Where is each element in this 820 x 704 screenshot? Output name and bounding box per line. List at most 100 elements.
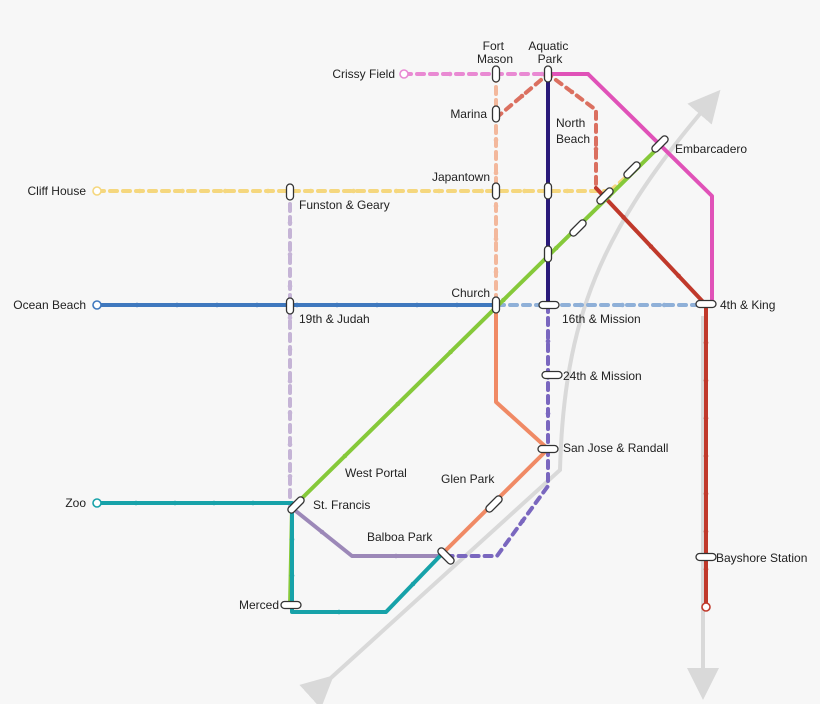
station-embarcadero-marker[interactable] (650, 134, 669, 153)
station-north-beach-2[interactable] (543, 245, 553, 263)
station-16th-mission[interactable] (538, 300, 560, 310)
station-aquatic-park-marker[interactable] (543, 65, 553, 83)
station-bayshore[interactable] (695, 552, 717, 562)
line-lavender-dashed-dot (287, 252, 293, 257)
label-merced[interactable]: Merced (239, 598, 279, 612)
label-marina[interactable]: Marina (450, 107, 487, 121)
label-embarcadero[interactable]: Embarcadero (675, 142, 747, 156)
label-zoo[interactable]: Zoo (65, 496, 86, 510)
station-church[interactable] (491, 296, 501, 314)
station-north-beach[interactable] (543, 182, 553, 200)
station-glen-park[interactable] (484, 494, 503, 513)
station-san-jose-randall[interactable] (537, 444, 559, 454)
label-cliff-house[interactable]: Cliff House (28, 184, 87, 198)
station-24th-mission-marker[interactable] (541, 370, 563, 380)
line-red-dashed-dot (519, 93, 525, 99)
station-san-jose-randall-marker[interactable] (537, 444, 559, 454)
label-japantown[interactable]: Japantown (432, 170, 490, 184)
label-north-beach[interactable]: North Beach (556, 116, 590, 146)
station-caltrain-1-marker[interactable] (622, 160, 641, 179)
station-merced[interactable] (280, 600, 302, 610)
line-blue-dot (294, 302, 300, 308)
line-yellow-dot (308, 188, 314, 194)
station-4th-king-marker[interactable] (695, 299, 717, 309)
line-green-dot (395, 401, 401, 407)
line-lavender-dashed-dot (287, 220, 293, 225)
line-purple-dashed-dot (545, 338, 551, 344)
station-japantown[interactable] (491, 182, 501, 200)
terminal-crissy-field[interactable] (399, 69, 409, 79)
label-aquatic-park[interactable]: Aquatic Park (528, 39, 571, 66)
terminal-cliff-house[interactable] (92, 186, 102, 196)
label-bayshore-station[interactable]: Bayshore Station (716, 551, 807, 565)
label-san-jose-randall[interactable]: San Jose & Randall (563, 441, 668, 455)
line-teal-dot (172, 500, 178, 506)
station-19th-judah-marker[interactable] (285, 297, 295, 315)
label-fort-mason[interactable]: Fort Mason (477, 39, 513, 66)
station-caltrain-1[interactable] (622, 160, 641, 179)
label-ocean-beach[interactable]: Ocean Beach (13, 298, 86, 312)
caltrain-track (299, 89, 721, 704)
station-north-beach-marker[interactable] (543, 182, 553, 200)
line-purple-dashed-dot (520, 518, 525, 524)
label-church[interactable]: Church (451, 286, 490, 300)
label-st-francis[interactable]: St. Francis (313, 498, 370, 512)
line-yellow-dot (436, 188, 442, 194)
label-16th-mission[interactable]: 16th & Mission (562, 312, 641, 326)
station-japantown-marker[interactable] (491, 182, 501, 200)
station-4th-king[interactable] (695, 299, 717, 309)
station-merced-marker[interactable] (280, 600, 302, 610)
station-bayshore-marker[interactable] (695, 552, 717, 562)
label-24th-mission[interactable]: 24th & Mission (563, 369, 642, 383)
line-pink-dashed-dot (539, 71, 545, 77)
label-funston-geary[interactable]: Funston & Geary (299, 198, 390, 212)
station-16th-mission-marker[interactable] (538, 300, 560, 310)
station-caltrain-3[interactable] (568, 218, 587, 237)
label-west-portal[interactable]: West Portal (345, 466, 407, 480)
line-yellow-dot (222, 188, 228, 194)
station-glen-park-marker[interactable] (484, 494, 503, 513)
station-fort-mason[interactable] (491, 65, 501, 83)
station-st-francis-marker[interactable] (286, 495, 305, 514)
label-glen-park[interactable]: Glen Park (441, 472, 495, 486)
label-19th-judah[interactable]: 19th & Judah (299, 312, 370, 326)
terminal-ocean-beach[interactable] (92, 300, 102, 310)
station-balboa-park-marker[interactable] (436, 546, 455, 565)
station-funston-geary-marker[interactable] (285, 183, 295, 201)
label-balboa-park[interactable]: Balboa Park (367, 530, 433, 544)
station-fort-mason-marker[interactable] (491, 65, 501, 83)
line-red-dot (676, 273, 681, 279)
station-caltrain-2-marker[interactable] (595, 186, 614, 205)
line-teal-dot (289, 573, 295, 578)
line-teal-dot (289, 537, 295, 542)
station-24th-mission[interactable] (541, 370, 563, 380)
line-purple-dashed-dot (545, 411, 551, 416)
terminal-zoo[interactable] (92, 498, 102, 508)
line-yellow-dot (479, 188, 485, 194)
label-4th-king[interactable]: 4th & King (720, 298, 775, 312)
station-caltrain-3-marker[interactable] (568, 218, 587, 237)
station-funston-geary[interactable] (285, 183, 295, 201)
station-embarcadero[interactable] (650, 134, 669, 153)
station-north-beach-2-marker[interactable] (543, 245, 553, 263)
line-green-dot (448, 349, 453, 355)
line-red-dashed-dot (593, 146, 599, 152)
line-blue-dashed-dot (620, 302, 625, 308)
terminal-bayshore-end[interactable] (701, 602, 711, 612)
station-marina[interactable] (491, 105, 501, 123)
station-labels: Fort Mason Aquatic Park Crissy Field Mar… (13, 39, 807, 612)
station-church-marker[interactable] (491, 296, 501, 314)
station-st-francis[interactable] (286, 495, 305, 514)
station-caltrain-2[interactable] (595, 186, 614, 205)
line-lavender-dashed-dot (287, 283, 293, 289)
line-teal-dot (250, 500, 256, 506)
line-yellow-dot (564, 188, 570, 194)
line-red-dot (703, 340, 709, 346)
station-marina-marker[interactable] (491, 105, 501, 123)
line-red-dot (703, 566, 709, 572)
station-19th-judah[interactable] (285, 297, 295, 315)
station-aquatic-park[interactable] (543, 65, 553, 83)
line-yellow-dot (522, 188, 527, 194)
label-crissy-field[interactable]: Crissy Field (332, 67, 395, 81)
station-balboa-park[interactable] (436, 546, 455, 565)
